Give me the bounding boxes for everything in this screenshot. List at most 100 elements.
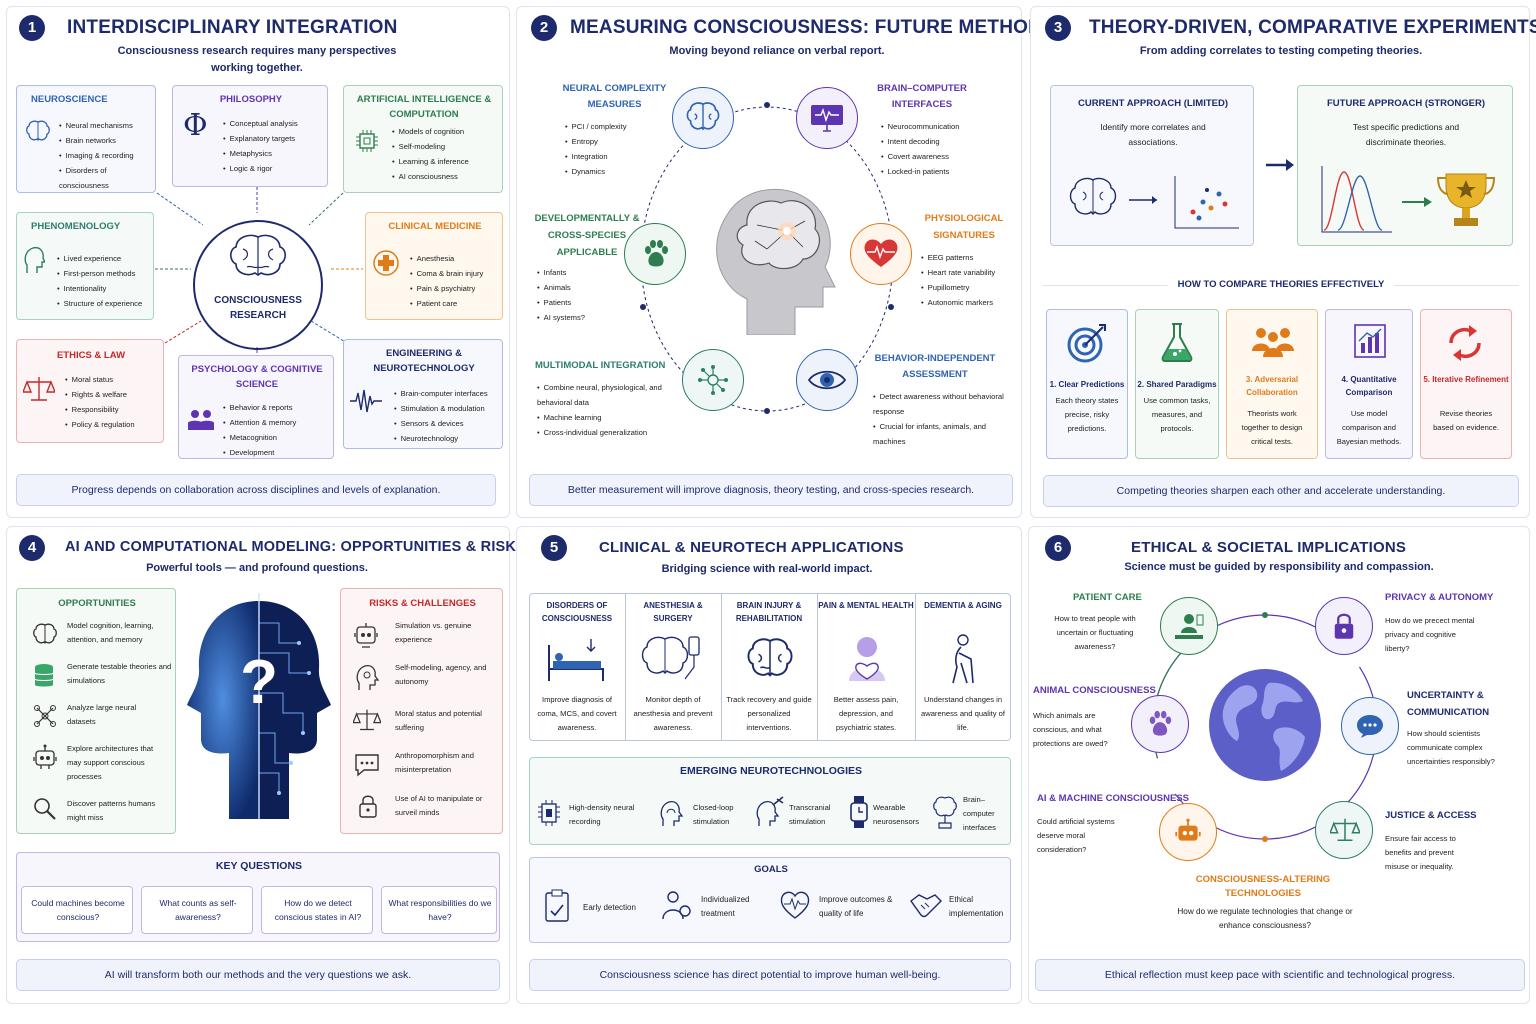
ai-human-head-illustration: ?: [187, 593, 331, 819]
chip-icon: [356, 130, 378, 152]
issue-title: JUSTICE & ACCESS: [1385, 810, 1477, 821]
column-title: PAIN & MENTAL HEALTH: [818, 601, 914, 610]
panel-number: 4: [19, 535, 45, 561]
heart-icon: [864, 239, 898, 267]
card-title: 2. Shared Paradigms: [1137, 380, 1217, 389]
tech-item: Closed-loop stimulation: [693, 803, 734, 826]
discipline-philosophy: PHILOSOPHY Φ Conceptual analysisExplanat…: [172, 85, 328, 187]
issue-title: CONSCIOUSNESS-ALTERING TECHNOLOGIES: [1195, 874, 1331, 899]
monitor-icon: [811, 105, 843, 132]
group-items: Combine neural, physiological, and behav…: [537, 380, 687, 440]
column-text: Track recovery and guide personalized in…: [726, 695, 812, 732]
electrode-array-icon: [538, 800, 560, 826]
brain-icon: [33, 623, 57, 644]
panel-subtitle: Moving beyond reliance on verbal report.: [669, 45, 885, 57]
risk-item: Anthropomorphism and misinterpretation: [395, 751, 474, 774]
head-brain-illustration: [716, 188, 836, 335]
panel-footer: Better measurement will improve diagnosi…: [529, 474, 1013, 506]
head-heart-icon: [849, 637, 885, 681]
question-card: What responsibilities do we have?: [381, 886, 497, 934]
box-title: PSYCHOLOGY & COGNITIVE SCIENCE: [191, 364, 323, 390]
box-title: CLINICAL MEDICINE: [388, 221, 482, 232]
column-divider: [625, 593, 626, 741]
risk-item: Simulation vs. genuine experience: [395, 621, 472, 644]
group-items: InfantsAnimalsPatientsAI systems?: [537, 265, 585, 325]
brain-icon: [229, 234, 287, 276]
panel-subtitle: Powerful tools — and profound questions.: [146, 562, 368, 574]
speech-bubble-icon: [355, 754, 379, 777]
panel-number: 1: [19, 15, 45, 41]
panel-theory: 3 THEORY-DRIVEN, COMPARATIVE EXPERIMENTS…: [1030, 6, 1536, 518]
group-title-multimodal: MULTIMODAL INTEGRATION: [535, 360, 666, 371]
scales-icon: [23, 377, 55, 401]
panel-title: INTERDISCIPLINARY INTEGRATION: [67, 17, 398, 38]
issue-title: PATIENT CARE: [1073, 592, 1142, 603]
panel-number: 2: [531, 15, 557, 41]
globe-icon: [1209, 669, 1321, 781]
head-coil-icon: [756, 796, 784, 826]
brain-to-scatter-icon: [1069, 176, 1239, 229]
hospital-bed-icon: [548, 639, 604, 681]
discipline-engineering: ENGINEERING & NEUROTECHNOLOGY Brain-comp…: [343, 339, 503, 449]
issue-text: Could artificial systems deserve moral c…: [1037, 817, 1115, 854]
risk-item: Moral status and potential suffering: [395, 709, 482, 732]
card-text: Use model comparison and Bayesian method…: [1336, 409, 1402, 446]
connector-arrows: [155, 187, 363, 353]
robot-head-icon: [354, 623, 378, 648]
current-approach-box: CURRENT APPROACH (LIMITED) Identify more…: [1050, 85, 1254, 246]
robot-icon: [33, 744, 57, 769]
box-title: ARTIFICIAL INTELLIGENCE & COMPUTATION: [356, 94, 492, 120]
box-title: OPPORTUNITIES: [58, 598, 136, 609]
discipline-clinical: CLINICAL MEDICINE AnesthesiaComa & brain…: [365, 212, 503, 320]
discipline-neuroscience: NEUROSCIENCE Neural mechanismsBrain netw…: [16, 85, 156, 193]
card-text: Revise theories based on evidence.: [1433, 409, 1499, 432]
panel-number: 3: [1045, 15, 1071, 41]
network-icon: [34, 705, 56, 727]
scales-icon: [353, 709, 381, 731]
network-icon: [698, 365, 728, 395]
box-items: Models of cognitionSelf-modelingLearning…: [392, 124, 469, 184]
issue-title: PRIVACY & AUTONOMY: [1385, 592, 1494, 603]
card-text: Each theory states precise, risky predic…: [1055, 396, 1119, 433]
group-title-physio: PHYSIOLOGICAL SIGNATURES: [924, 213, 1004, 241]
handshake-icon: [910, 894, 942, 918]
compare-card-paradigms: [1135, 309, 1219, 459]
watch-icon: [850, 796, 868, 828]
lock-icon: [1334, 613, 1354, 639]
box-title: FUTURE APPROACH (STRONGER): [1327, 98, 1485, 109]
panel-title: ETHICAL & SOCIETAL IMPLICATIONS: [1131, 539, 1407, 556]
panel-footer: Competing theories sharpen each other an…: [1043, 475, 1519, 507]
panel-footer: AI will transform both our methods and t…: [16, 959, 500, 991]
panel-number: 5: [541, 535, 567, 561]
issue-title: AI & MACHINE CONSCIOUSNESS: [1037, 793, 1190, 804]
discipline-phenomenology: PHENOMENOLOGY Lived experienceFirst-pers…: [16, 212, 154, 320]
brain-iv-icon: [641, 636, 700, 680]
goal-item: Ethical implementation: [949, 895, 1004, 918]
clipboard-icon: [545, 889, 569, 922]
panel-subtitle: Bridging science with real-world impact.: [661, 563, 873, 575]
distributions-trophy-icon: [1321, 166, 1496, 233]
animal-icon-circle: [1131, 695, 1189, 753]
panel-subtitle: Science must be guided by responsibility…: [1124, 561, 1434, 573]
group-title-complexity: NEURAL COMPLEXITY MEASURES: [562, 83, 667, 110]
panel-ai: 4 AI AND COMPUTATIONAL MODELING: OPPORTU…: [6, 526, 526, 1004]
card-title: 5. Iterative Refinement: [1423, 375, 1509, 384]
card-text: Use common tasks, measures, and protocol…: [1143, 396, 1211, 433]
box-title: EMERGING NEUROTECHNOLOGIES: [679, 765, 862, 777]
box-items: AnesthesiaComa & brain injuryPain & psyc…: [410, 251, 484, 311]
panel-subtitle: Consciousness research requires many per…: [117, 45, 397, 74]
box-title: PHENOMENOLOGY: [31, 221, 121, 232]
lock-icon: [359, 795, 377, 818]
heart-pulse-icon: [780, 891, 810, 919]
patient-bed-icon: [1175, 614, 1204, 639]
issue-text: Which animals are conscious, and what pr…: [1033, 711, 1108, 748]
future-approach-box: FUTURE APPROACH (STRONGER) Test specific…: [1297, 85, 1513, 246]
head-icon: [24, 246, 45, 273]
column-divider: [817, 593, 818, 741]
risk-item: Self-modeling, agency, and autonomy: [395, 663, 487, 686]
tech-item: Brain–computer interfaces: [963, 795, 996, 832]
goals-box: GOALS: [529, 857, 1011, 943]
brain-interface-icon: [933, 796, 957, 829]
column-title: DISORDERS OF CONSCIOUSNESS: [541, 601, 613, 623]
discipline-ai: ARTIFICIAL INTELLIGENCE & COMPUTATION Mo…: [343, 85, 503, 193]
